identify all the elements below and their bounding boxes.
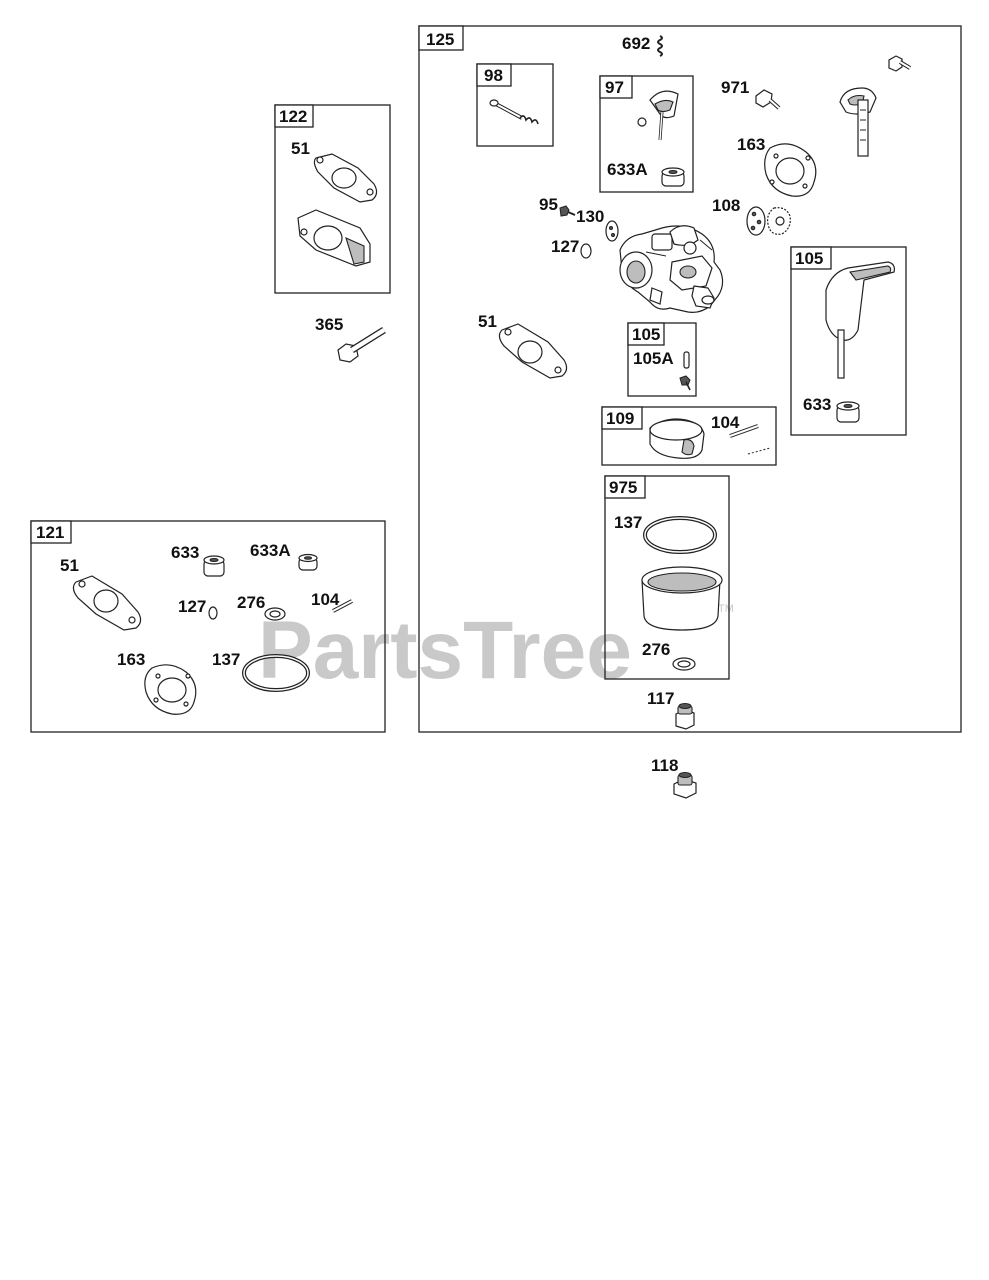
box-98-tag: 98 bbox=[484, 66, 503, 85]
label-276-box121: 276 bbox=[237, 593, 265, 612]
label-130: 130 bbox=[576, 207, 604, 226]
washer-276-part-975 bbox=[672, 657, 696, 671]
o-ring-127-part-121 bbox=[208, 606, 218, 620]
label-104-top: 104 bbox=[711, 413, 740, 432]
label-163-top: 163 bbox=[737, 135, 765, 154]
gasket-51-part-top bbox=[498, 323, 568, 379]
spacer-part-122 bbox=[297, 209, 371, 267]
box-98: 98 bbox=[476, 63, 554, 147]
bolt-365-part bbox=[337, 327, 386, 363]
needle-valve-part bbox=[679, 351, 691, 391]
label-118: 118 bbox=[651, 756, 678, 775]
box-125-tag: 125 bbox=[426, 30, 454, 49]
o-ring-127-part-top bbox=[580, 243, 592, 259]
bushing-633-part-109 bbox=[836, 401, 860, 423]
throttle-shaft-part bbox=[839, 55, 912, 157]
watermark: PartsTree bbox=[258, 605, 632, 696]
box-122-tag: 122 bbox=[279, 107, 307, 126]
box-125: 125 bbox=[418, 25, 962, 733]
screw-971-part bbox=[755, 89, 781, 110]
spring-692-part bbox=[657, 35, 663, 57]
box-133-tag: 109 bbox=[606, 409, 634, 428]
box-105: 105 105A bbox=[627, 322, 697, 397]
box-97: 97 633A bbox=[599, 75, 694, 193]
label-105A: 105A bbox=[633, 349, 674, 368]
pin-spring-part bbox=[489, 99, 539, 125]
bushing-633-part-121 bbox=[203, 555, 225, 577]
label-633-box109: 633 bbox=[803, 395, 831, 414]
label-365: 365 bbox=[315, 315, 343, 334]
gasket-130-part bbox=[605, 220, 619, 242]
diaphragm-108-part bbox=[746, 206, 791, 236]
gasket-163-part-top bbox=[764, 143, 817, 197]
nut-117-part bbox=[675, 703, 695, 730]
label-104-box121: 104 bbox=[311, 590, 340, 609]
o-ring-137-part-121 bbox=[242, 654, 310, 692]
bowl-part-975 bbox=[641, 566, 723, 631]
gasket-51-part-121 bbox=[72, 575, 142, 631]
label-117: 117 bbox=[647, 689, 674, 708]
label-163-box121: 163 bbox=[117, 650, 145, 669]
screw-95-part bbox=[559, 205, 576, 217]
box-122: 122 51 bbox=[274, 104, 391, 294]
gasket-163-part-121 bbox=[144, 664, 197, 715]
box-97-tag: 97 bbox=[605, 78, 624, 97]
box-109-tag: 105 bbox=[795, 249, 823, 268]
label-276-box975: 276 bbox=[642, 640, 670, 659]
bushing-part-97 bbox=[661, 167, 685, 187]
label-633A-box97: 633A bbox=[607, 160, 648, 179]
label-633A-box121: 633A bbox=[250, 541, 291, 560]
watermark-trademark: TM bbox=[718, 603, 734, 615]
label-137-box975: 137 bbox=[614, 513, 642, 532]
label-95: 95 bbox=[539, 195, 558, 214]
bushing-633A-part-121 bbox=[298, 553, 318, 571]
pin-104-part-121 bbox=[332, 599, 353, 613]
gasket-51-part-122 bbox=[313, 153, 378, 203]
box-133: 109 104 bbox=[601, 406, 777, 466]
box-975: 975 137 276 bbox=[604, 475, 730, 680]
label-971: 971 bbox=[721, 78, 749, 97]
box-105-tag: 105 bbox=[632, 325, 660, 344]
carburetor-body-part bbox=[619, 225, 724, 313]
label-633-box121: 633 bbox=[171, 543, 199, 562]
label-127-top: 127 bbox=[551, 237, 579, 256]
box-109: 105 633 bbox=[790, 246, 907, 436]
float-109-part bbox=[825, 261, 895, 379]
label-137-box121: 137 bbox=[212, 650, 240, 669]
o-ring-137-part-975 bbox=[643, 516, 717, 554]
label-51-top: 51 bbox=[478, 312, 497, 331]
choke-shaft-part bbox=[637, 90, 679, 141]
nut-118-part bbox=[673, 772, 697, 799]
float-bowl-133-part bbox=[649, 418, 705, 459]
box-121: 121 51 633 633A 127 276 104 bbox=[30, 520, 386, 733]
washer-276-part-121 bbox=[264, 607, 286, 621]
label-51-box121: 51 bbox=[60, 556, 79, 575]
box-121-tag: 121 bbox=[36, 523, 64, 542]
pin-104-part-top bbox=[729, 424, 771, 455]
box-975-tag: 975 bbox=[609, 478, 637, 497]
label-692: 692 bbox=[622, 34, 650, 53]
label-51-box122: 51 bbox=[291, 139, 310, 158]
label-108: 108 bbox=[712, 196, 740, 215]
label-127-box121: 127 bbox=[178, 597, 206, 616]
